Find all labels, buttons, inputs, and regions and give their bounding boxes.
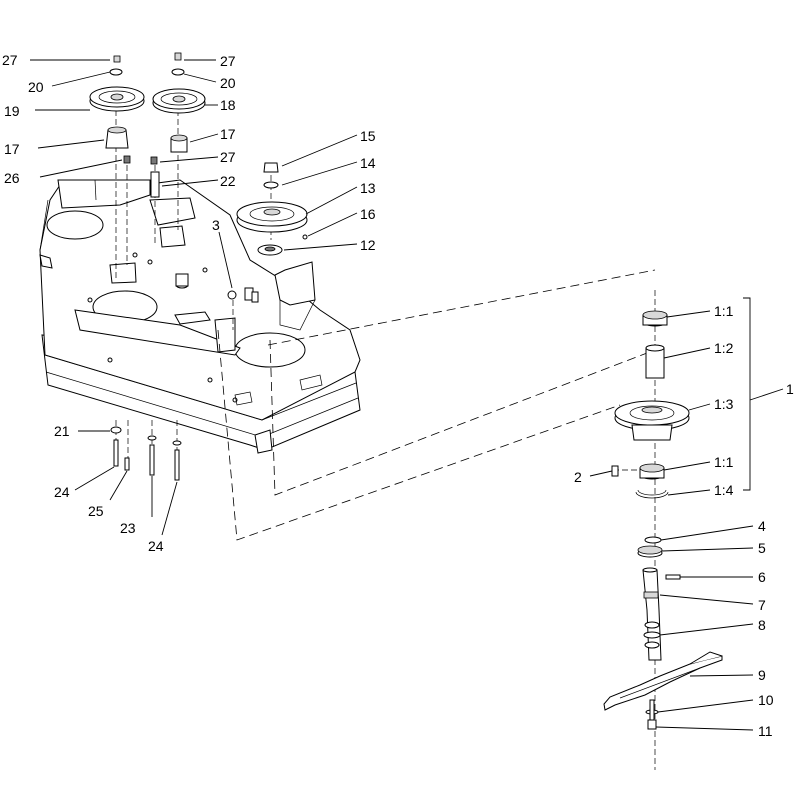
callout-1-1: 1:1 <box>714 303 734 319</box>
pulley-stack-left <box>89 55 145 164</box>
callout-27: 27 <box>220 149 236 165</box>
callout-24: 24 <box>148 538 164 554</box>
callout-12: 12 <box>360 237 376 253</box>
callout-17: 17 <box>4 141 20 157</box>
leader-lines <box>30 59 784 731</box>
callout-14: 14 <box>360 155 376 171</box>
callout-16: 16 <box>360 206 376 222</box>
callout-22: 22 <box>220 173 236 189</box>
callout-1-3: 1:3 <box>714 396 734 412</box>
callout-1-1: 1:1 <box>714 454 734 470</box>
mower-deck <box>39 179 361 454</box>
callout-21: 21 <box>54 423 70 439</box>
callout-20: 20 <box>220 75 236 91</box>
callout-26: 26 <box>4 170 20 186</box>
callout-2: 2 <box>574 469 582 485</box>
callout-5: 5 <box>758 540 766 556</box>
callout-10: 10 <box>758 692 774 708</box>
callout-3: 3 <box>212 217 220 233</box>
callout-1: 1 <box>786 381 794 397</box>
callout-24: 24 <box>54 484 70 500</box>
callout-20: 20 <box>28 79 44 95</box>
callout-6: 6 <box>758 569 766 585</box>
callout-13: 13 <box>360 180 376 196</box>
callout-23: 23 <box>120 520 136 536</box>
callout-27: 27 <box>220 53 236 69</box>
callout-8: 8 <box>758 617 766 633</box>
callout-9: 9 <box>758 667 766 683</box>
callout-17: 17 <box>220 126 236 142</box>
lower-bolts <box>110 426 182 481</box>
callout-15: 15 <box>360 128 376 144</box>
callout-4: 4 <box>758 518 766 534</box>
callout-labels: 27 20 19 17 26 27 20 18 17 27 22 15 14 1… <box>2 52 794 739</box>
callout-11: 11 <box>758 723 773 739</box>
callout-1-2: 1:2 <box>714 340 734 356</box>
pulley-stack-right <box>236 162 308 256</box>
callout-18: 18 <box>220 97 236 113</box>
callout-19: 19 <box>4 103 20 119</box>
callout-27: 27 <box>2 52 18 68</box>
spindle-assembly <box>603 310 723 730</box>
callout-7: 7 <box>758 597 766 613</box>
callout-1-4: 1:4 <box>714 482 734 498</box>
callout-25: 25 <box>88 503 104 519</box>
pulley-stack-middle <box>150 52 206 198</box>
